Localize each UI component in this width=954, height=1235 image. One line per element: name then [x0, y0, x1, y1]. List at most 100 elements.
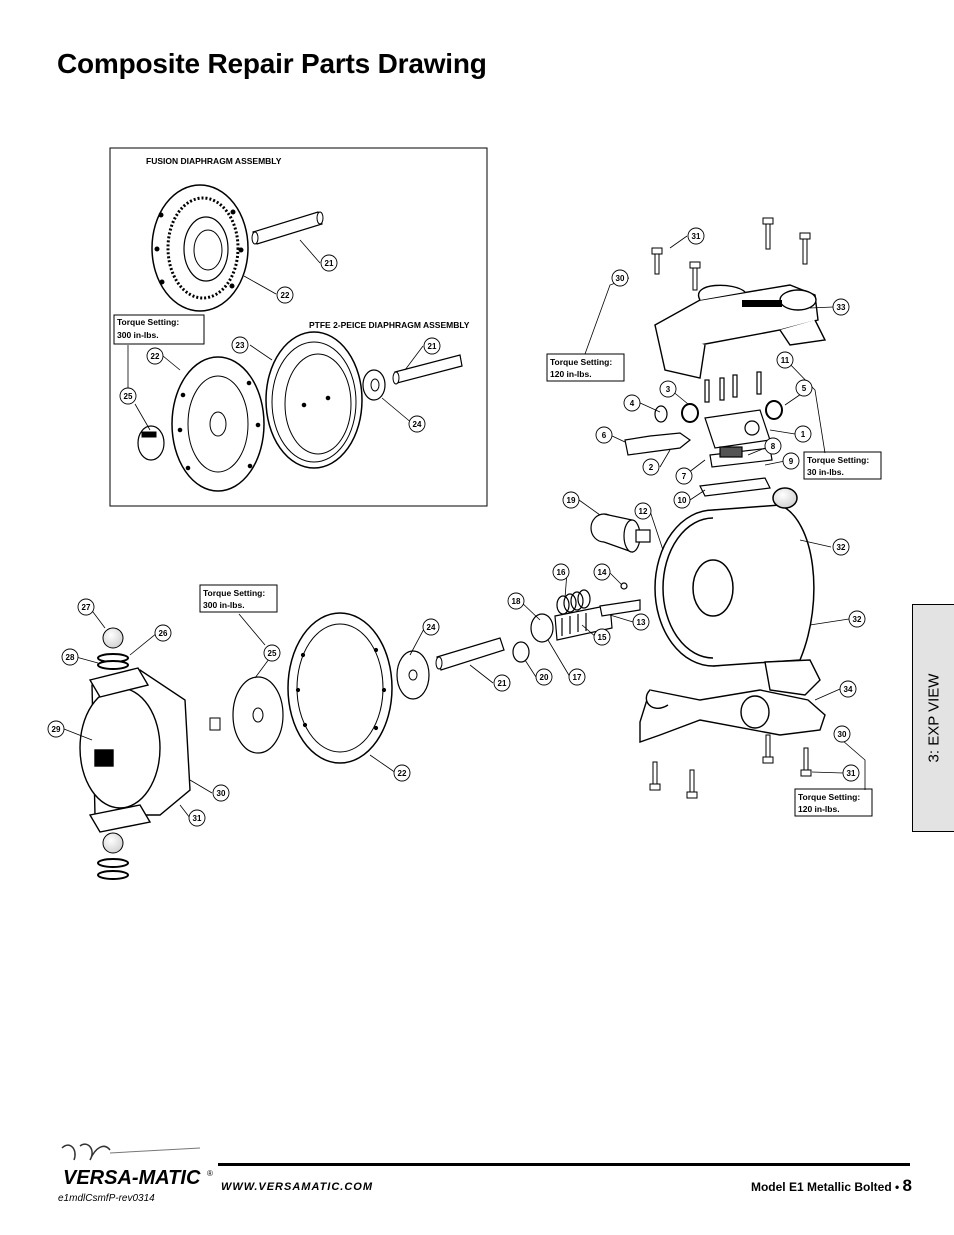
callout-16: 6: [595, 426, 613, 444]
callout-45: 31: [188, 809, 206, 827]
fusion-label: FUSION DIAPHRAGM ASSEMBLY: [146, 156, 282, 166]
callout-37: 26: [154, 624, 172, 642]
seal-bottom-drawing: [97, 870, 129, 880]
callout-22: 19: [562, 491, 580, 509]
ptfe-label: PTFE 2-PEICE DIAPHRAGM ASSEMBLY: [309, 320, 470, 330]
callout-number: 4: [630, 399, 635, 408]
callout-26: 14: [593, 563, 611, 581]
callout-number: 6: [602, 431, 607, 440]
discharge-manifold-drawing: [654, 284, 827, 379]
svg-text:Torque Setting:: Torque Setting:: [550, 357, 612, 367]
callout-41: 24: [422, 618, 440, 636]
torque-box-manifold: Torque Setting: 120 in-lbs.: [546, 353, 625, 382]
section-tab-label: 3: EXP VIEW: [925, 673, 942, 763]
callout-34: 30: [833, 725, 851, 743]
callout-24: 32: [832, 538, 850, 556]
brand-name: VERSA-MATIC: [63, 1167, 201, 1189]
callout-number: 29: [52, 725, 61, 734]
svg-text:Torque Setting:: Torque Setting:: [117, 317, 179, 327]
callout-42: 21: [493, 674, 511, 692]
callout-number: 32: [853, 615, 862, 624]
callout-number: 25: [268, 649, 277, 658]
callout-number: 33: [837, 303, 846, 312]
callout-30: 17: [568, 668, 586, 686]
callout-20: 7: [675, 467, 693, 485]
callout-36: 27: [77, 598, 95, 616]
inlet-bolts-drawing: [649, 734, 812, 799]
gasket-18-drawing: [530, 613, 554, 643]
callout-35: 31: [842, 764, 860, 782]
callout-number: 3: [666, 385, 671, 394]
svg-text:30 in-lbs.: 30 in-lbs.: [807, 467, 844, 477]
callout-19: 9: [782, 452, 800, 470]
callout-38: 28: [61, 648, 79, 666]
callout-44: 30: [212, 784, 230, 802]
callout-4: 22: [146, 347, 164, 365]
callout-31: 20: [535, 668, 553, 686]
muffler-drawing: [590, 513, 651, 553]
callout-number: 11: [781, 356, 790, 365]
svg-text:Torque Setting:: Torque Setting:: [807, 455, 869, 465]
callout-number: 25: [124, 392, 133, 401]
section-tab[interactable]: 3: EXP VIEW: [912, 604, 954, 832]
callout-number: 21: [428, 342, 437, 351]
svg-text:120 in-lbs.: 120 in-lbs.: [550, 369, 592, 379]
center-section-drawing: [654, 487, 815, 667]
callout-10: 33: [832, 298, 850, 316]
callout-number: 10: [678, 496, 687, 505]
callout-number: 28: [66, 653, 75, 662]
callout-number: 30: [838, 730, 847, 739]
ptfe-diaphragm-back-drawing: [171, 356, 265, 492]
callout-number: 27: [82, 603, 91, 612]
svg-text:Torque Setting:: Torque Setting:: [203, 588, 265, 598]
callout-32: 32: [848, 610, 866, 628]
callout-number: 31: [847, 769, 856, 778]
callout-number: 13: [637, 618, 646, 627]
washer-24-inset: [362, 369, 386, 401]
footer-model: Model E1 Metallic Bolted • 8: [751, 1176, 912, 1196]
callout-25: 16: [552, 563, 570, 581]
footer-url[interactable]: WWW.VERSAMATIC.COM: [221, 1181, 374, 1193]
diaphragm-22-drawing: [287, 612, 393, 764]
callout-number: 30: [217, 789, 226, 798]
page-title: Composite Repair Parts Drawing: [57, 48, 487, 79]
callout-12: 3: [659, 380, 677, 398]
liquid-chamber-drawing: [79, 667, 191, 833]
callout-27: 18: [507, 592, 525, 610]
callout-23: 12: [634, 502, 652, 520]
footer-model-text: Model E1 Metallic Bolted •: [750, 1180, 903, 1194]
callout-number: 21: [325, 259, 334, 268]
callout-17: 8: [764, 437, 782, 455]
callout-number: 12: [639, 507, 648, 516]
callout-number: 22: [151, 352, 160, 361]
callout-43: 22: [393, 764, 411, 782]
callout-number: 18: [512, 597, 521, 606]
ball-27-drawing: [102, 627, 124, 649]
callout-number: 2: [649, 463, 654, 472]
seat-bottom-drawing: [97, 858, 129, 868]
svg-text:120 in-lbs.: 120 in-lbs.: [798, 804, 840, 814]
ptfe-diaphragm-front-drawing: [265, 331, 363, 469]
shaft-21-left-drawing: [435, 637, 505, 671]
brand-mark: ®: [207, 1169, 213, 1178]
callout-9: 30: [611, 269, 629, 287]
washer-24-left-drawing: [396, 650, 430, 700]
callout-number: 20: [540, 673, 549, 682]
callout-3: 23: [231, 336, 249, 354]
callout-number: 34: [844, 685, 853, 694]
seal-28-drawing: [97, 660, 129, 670]
svg-text:300 in-lbs.: 300 in-lbs.: [117, 330, 159, 340]
outer-piston-left-drawing: [209, 676, 284, 754]
callout-number: 30: [616, 274, 625, 283]
callout-number: 9: [789, 457, 794, 466]
doc-code: e1mdlCsmfP-rev0314: [58, 1193, 155, 1204]
versa-matic-logo: VERSA-MATIC ®: [61, 1143, 213, 1189]
callout-number: 8: [771, 442, 776, 451]
callout-number: 1: [801, 430, 806, 439]
callout-29: 15: [593, 628, 611, 646]
callout-number: 31: [692, 232, 701, 241]
torque-box-piston: Torque Setting: 300 in-lbs.: [199, 584, 278, 613]
callout-13: 5: [795, 379, 813, 397]
callout-number: 17: [573, 673, 582, 682]
